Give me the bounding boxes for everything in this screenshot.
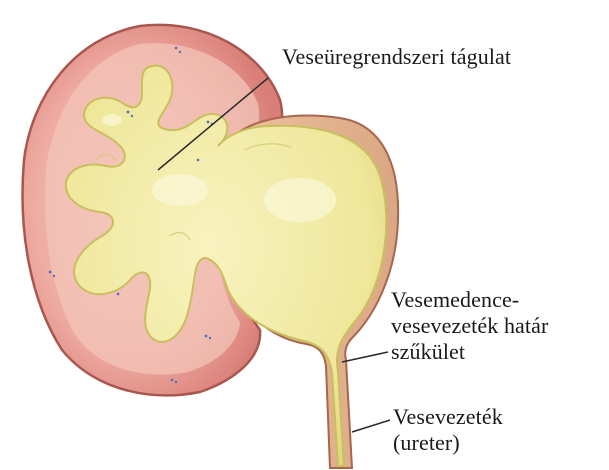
label-dilation: Veseüregrendszeri tágulat xyxy=(282,44,511,70)
label-stricture-line1: Vesemedence- xyxy=(391,287,548,313)
label-ureter-line2: (ureter) xyxy=(393,430,503,456)
leader-line-stricture xyxy=(342,352,388,362)
label-ureter: Vesevezeték (ureter) xyxy=(393,404,503,456)
label-ureter-line1: Vesevezeték xyxy=(393,404,503,430)
label-stricture: Vesemedence- vesevezeték határ szűkület xyxy=(391,287,548,365)
label-stricture-line3: szűkület xyxy=(391,339,548,365)
label-stricture-line2: vesevezeték határ xyxy=(391,313,548,339)
leader-line-ureter xyxy=(352,420,390,432)
label-dilation-text: Veseüregrendszeri tágulat xyxy=(282,44,511,70)
